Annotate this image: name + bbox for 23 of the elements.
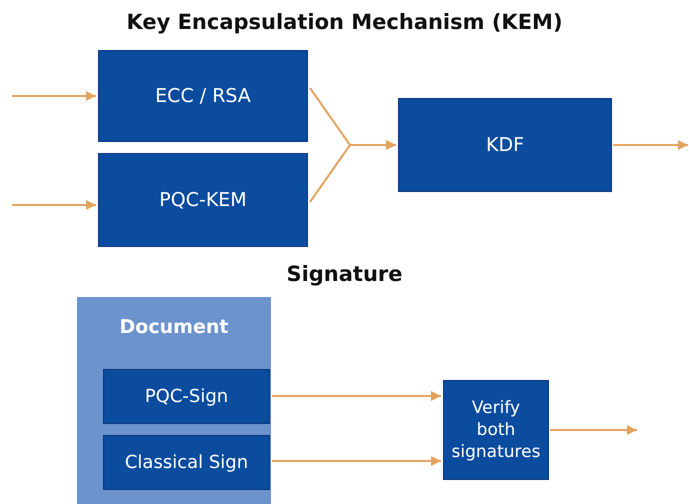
arrow <box>12 91 96 101</box>
process-box <box>103 369 270 424</box>
box-label: Classical Sign <box>124 450 248 474</box>
arrow <box>550 425 637 435</box>
group-panel <box>77 297 271 504</box>
process-box <box>98 153 308 247</box>
process-box <box>443 380 549 480</box>
section-heading: Signature <box>286 262 403 286</box>
box-label: Verify both signatures <box>451 396 541 464</box>
arrow <box>309 140 396 203</box>
arrow <box>272 456 441 466</box>
box-label: PQC-Sign <box>144 384 228 408</box>
process-box <box>103 435 270 490</box>
process-box <box>398 98 612 192</box>
diagram-title: Key Encapsulation Mechanism (KEM) <box>126 10 563 34</box>
arrow <box>613 140 688 150</box>
box-label: ECC / RSA <box>155 84 251 108</box>
box-label: PQC-KEM <box>159 188 247 212</box>
panel-heading: Document <box>120 315 228 340</box>
arrow <box>12 200 96 210</box>
arrow <box>272 391 441 401</box>
process-box <box>98 50 308 142</box>
box-label: KDF <box>486 132 524 158</box>
